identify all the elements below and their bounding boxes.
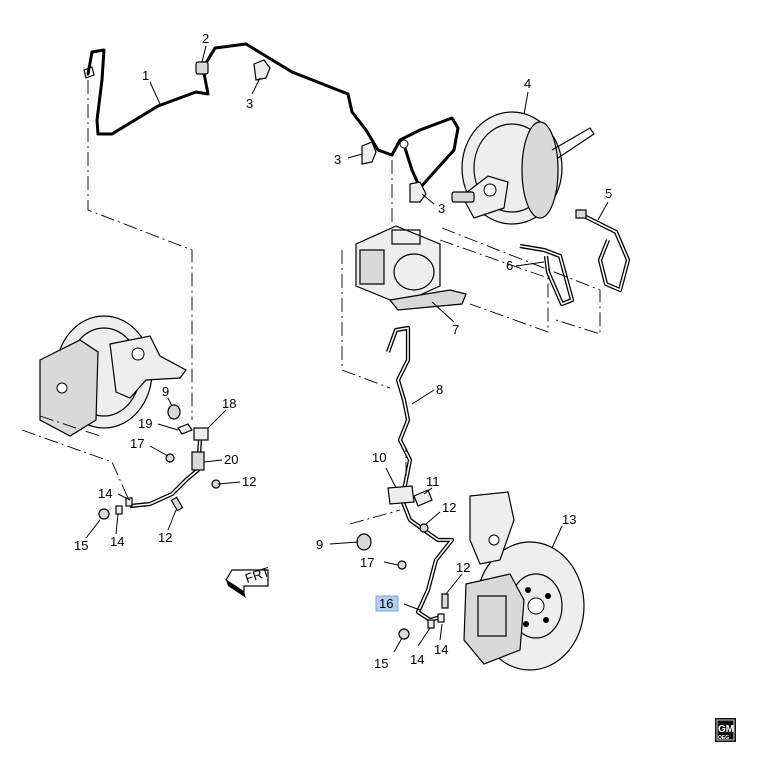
brake-hose-right	[400, 499, 455, 623]
knuckle-right	[469, 491, 515, 565]
callout-14-left-a: 14	[98, 486, 112, 501]
callout-6: 6	[506, 258, 513, 273]
gm-logo: GM OEG	[715, 718, 736, 742]
bolt-15-right	[398, 628, 410, 640]
callout-9-left: 9	[162, 384, 169, 399]
leader-lines	[85, 45, 609, 653]
callout-19: 19	[138, 416, 152, 431]
clip-3-top	[253, 59, 271, 81]
abs-module-7	[355, 225, 467, 311]
bolt-17-right	[397, 560, 407, 570]
bolt-12-right-b	[441, 593, 449, 609]
left-knuckle-assembly	[39, 315, 187, 437]
washer-9-right	[356, 533, 372, 551]
callout-12-left-a: 12	[242, 474, 256, 489]
callout-7: 7	[452, 322, 459, 337]
brake-pipe-center	[390, 116, 460, 190]
callout-8: 8	[436, 382, 443, 397]
callout-12-right-b: 12	[456, 560, 470, 575]
callout-13: 13	[562, 512, 576, 527]
brake-pipe-1	[83, 42, 394, 157]
bolt-15-left	[98, 508, 110, 520]
callout-2: 2	[202, 31, 209, 46]
callout-15-right: 15	[374, 656, 388, 671]
gm-logo-line2: OEG	[718, 735, 729, 741]
callout-14-right-a: 14	[410, 652, 424, 667]
callout-11: 11	[426, 474, 440, 489]
callout-4: 4	[524, 76, 531, 91]
callout-15-left: 15	[74, 538, 88, 553]
gm-logo-line1: GM	[718, 724, 734, 735]
caliper-right	[463, 573, 525, 665]
clip-19	[177, 423, 193, 435]
clip-3-middle	[361, 141, 377, 165]
brake-pipe-5	[575, 209, 631, 293]
bolt-12-left-b	[170, 496, 184, 512]
callout-17-left: 17	[130, 436, 144, 451]
bracket-10	[387, 485, 415, 505]
clip-2	[195, 61, 209, 75]
front-arrow-icon: FRT	[225, 564, 272, 598]
callout-1: 1	[142, 68, 149, 83]
callout-3-top: 3	[246, 96, 253, 111]
callout-12-right-a: 12	[442, 500, 456, 515]
callout-14-left-b: 14	[110, 534, 124, 549]
callout-16-highlight	[375, 595, 399, 612]
brake-hose-left	[129, 427, 209, 509]
brake-hose-8	[386, 325, 413, 491]
callout-18: 18	[222, 396, 236, 411]
bolt-12-right-a	[419, 523, 429, 533]
callout-labels: 1 2 3 3 3 4 5 6 7 8 9 18 19 17 20 12 14 …	[74, 31, 612, 671]
callout-3-middle: 3	[334, 152, 341, 167]
callout-16: 16	[379, 596, 393, 611]
washer-14-right	[427, 613, 445, 629]
callout-17-right: 17	[360, 555, 374, 570]
callout-12-left-b: 12	[158, 530, 172, 545]
brake-pipe-6	[519, 243, 575, 307]
front-arrow-label: FRT	[243, 564, 272, 586]
callout-5: 5	[605, 186, 612, 201]
alignment-lines	[21, 80, 601, 525]
callout-14-right-b: 14	[434, 642, 448, 657]
brake-booster-4	[451, 111, 595, 225]
washer-9-left	[167, 404, 181, 420]
washer-14-left	[115, 497, 133, 515]
callout-20: 20	[224, 452, 238, 467]
callout-3-lower: 3	[438, 201, 445, 216]
callout-9-right: 9	[316, 537, 323, 552]
clip-11	[413, 489, 433, 507]
clip-3-lower	[409, 181, 427, 203]
callout-10: 10	[372, 450, 386, 465]
